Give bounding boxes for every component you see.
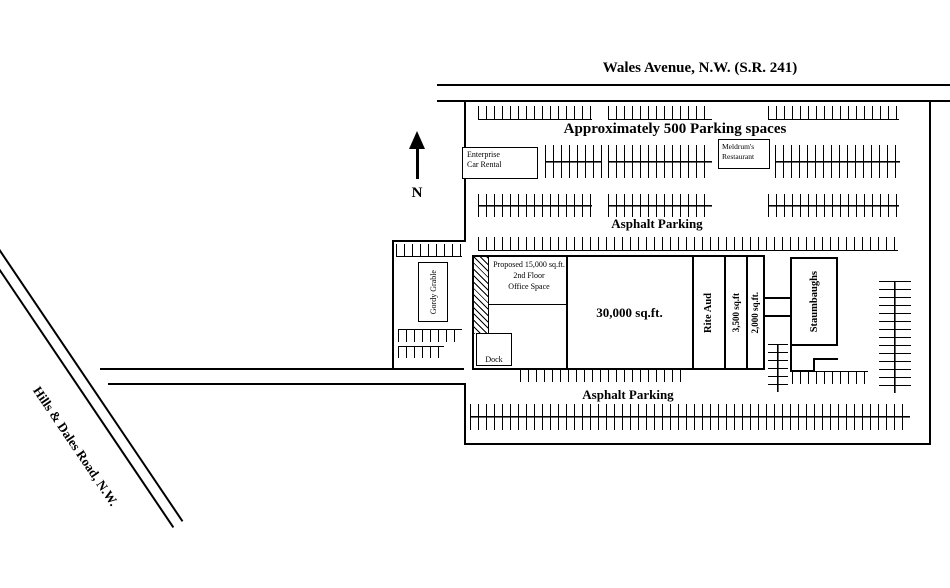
parking-row: [520, 369, 688, 382]
rite-aid-unit: Rite Aud: [693, 257, 724, 368]
driveway-north-edge: [100, 368, 464, 370]
parking-row: [478, 194, 592, 217]
parking-row: [608, 194, 712, 217]
wales-avenue-label: Wales Avenue, N.W. (S.R. 241): [602, 60, 798, 76]
suite-2000-label: 2,000 sq.ft.: [750, 291, 760, 334]
north-arrow-icon: [409, 131, 425, 179]
plaza-east-boundary: [929, 101, 931, 445]
corridor-south-wall: [765, 315, 790, 317]
staumbaughs-building: Staumbaughs: [790, 257, 838, 346]
parking-row: [879, 281, 911, 393]
parking-row: [396, 244, 462, 257]
gordy-grable-building: Gordy Grable: [418, 262, 448, 322]
parking-row: [792, 371, 868, 384]
staumbaughs-step-line: [813, 358, 838, 360]
plaza-south-boundary: [464, 443, 931, 445]
dock-label: Dock: [485, 355, 503, 364]
unit-divider: [692, 257, 694, 368]
suite-3500-label: 3,500 sq.ft: [730, 292, 741, 333]
driveway-south-edge: [108, 383, 464, 385]
parking-row: [768, 344, 788, 392]
unit-divider: [746, 257, 748, 368]
suite-2000-unit: 2,000 sq.ft.: [747, 257, 763, 368]
staumbaughs-label: Staumbaughs: [808, 270, 820, 333]
main-building: Proposed 15,000 sq.ft. 2nd Floor Office …: [472, 255, 765, 370]
wales-avenue-south-edge: [437, 100, 950, 102]
parking-row: [398, 329, 462, 342]
retail-30000-unit: 30,000 sq.ft.: [567, 257, 692, 368]
north-arrow: N: [402, 131, 432, 202]
parking-row: [478, 106, 592, 120]
proposed-office-label: Proposed 15,000 sq.ft. 2nd Floor Office …: [493, 260, 565, 291]
parking-row: [478, 237, 898, 251]
parking-row: [398, 346, 444, 358]
asphalt-parking-top-label: Asphalt Parking: [611, 216, 703, 231]
plaza-west-boundary-mid: [392, 240, 394, 369]
unit-divider: [566, 257, 568, 368]
dock: Dock: [476, 333, 512, 366]
staumbaughs-step-line: [790, 346, 792, 372]
unit-divider: [724, 257, 726, 368]
parking-row: [545, 145, 602, 178]
enterprise-building: Enterprise Car Rental: [462, 147, 538, 179]
corridor-north-wall: [765, 297, 790, 299]
wales-avenue-north-edge: [437, 84, 950, 86]
staumbaughs-step-line: [813, 358, 815, 371]
plaza-west-boundary-lower: [464, 383, 466, 444]
asphalt-parking-bottom-label: Asphalt Parking: [582, 387, 674, 402]
staumbaughs-step-line: [790, 370, 814, 372]
parking-row: [768, 194, 899, 217]
parking-row: [608, 106, 712, 120]
suite-3500-unit: 3,500 sq.ft: [725, 257, 746, 368]
parking-count-label: Approximately 500 Parking spaces: [563, 121, 787, 137]
gordy-grable-label: Gordy Grable: [428, 269, 438, 315]
retail-30000-label: 30,000 sq.ft.: [596, 304, 663, 320]
office-hatched-wall: [474, 257, 489, 334]
north-label: N: [411, 185, 423, 201]
parking-row: [470, 404, 910, 430]
parking-row: [608, 145, 712, 178]
office-wall-line: [489, 304, 567, 305]
meldrums-building: Meldrum's Restaurant: [718, 139, 770, 169]
hills-dales-road-label: Hills & Dales Road, N.W.: [30, 383, 122, 509]
parking-row: [768, 106, 899, 120]
plaza-west-step: [392, 240, 466, 242]
parking-row: [775, 145, 900, 178]
rite-aid-label: Rite Aud: [703, 292, 714, 333]
